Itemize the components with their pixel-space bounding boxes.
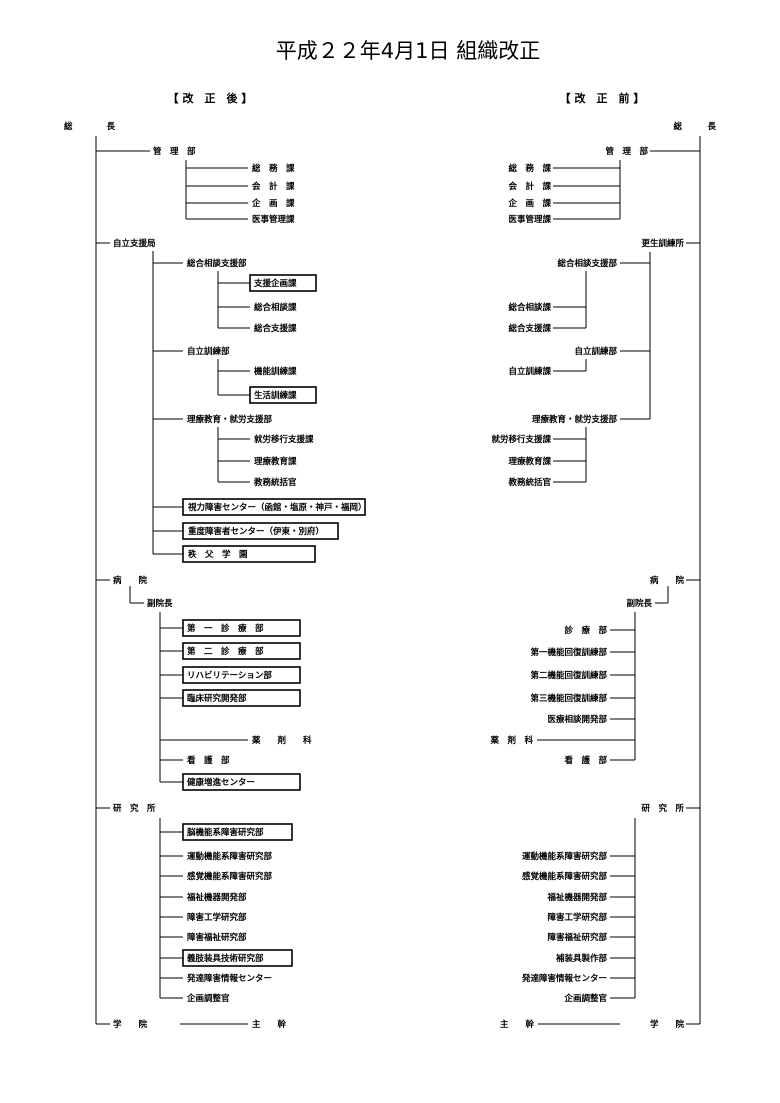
after-chart: 総 長管 理 部総 務 課会 計 課企 画 課医事管理課自立支援局総合相談支援部… — [64, 121, 367, 1030]
before-section-label: 総合相談課 — [508, 302, 551, 313]
before-research-dept: 運動機能系障害研究部 — [522, 851, 608, 862]
before-college-label: 学 院 — [650, 1019, 685, 1030]
after-section-label: 教務統括官 — [253, 477, 297, 488]
after-management-section: 総 務 課 — [252, 163, 295, 174]
after-research-dept: 障害福祉研究部 — [187, 932, 247, 943]
after-hospital-dept: 第 二 診 療 部 — [187, 646, 264, 657]
before-top-label: 総 長 — [673, 121, 716, 132]
after-hospital-dept: 看 護 部 — [186, 755, 230, 766]
before-research-dept: 障害福祉研究部 — [547, 932, 607, 943]
before-hospital-dept: 診 療 部 — [564, 625, 607, 636]
before-section-label: 理療教育課 — [508, 456, 551, 467]
after-management-section: 企 画 課 — [251, 198, 295, 209]
after-hospital-dept: リハビリテーション部 — [187, 670, 272, 681]
before-research-dept: 企画調整官 — [563, 993, 607, 1004]
before-college-sub: 主 幹 — [500, 1019, 535, 1030]
before-management-section: 医事管理課 — [508, 214, 551, 225]
after-research-dept: 運動機能系障害研究部 — [187, 851, 273, 862]
before-hospital-dept: 薬 剤 科 — [489, 735, 533, 746]
after-hospital-dept: 臨床研究開発部 — [187, 693, 247, 704]
page-title: 平成２２年4月1日 組織改正 — [276, 39, 540, 63]
after-center-label: 重度障害者センター（伊東・別府） — [188, 526, 324, 537]
changed-box — [182, 773, 301, 791]
after-hospital-dept: 第 一 診 療 部 — [187, 623, 264, 634]
after-deputy-label: 副院長 — [147, 598, 173, 609]
after-section-label: 生活訓練課 — [254, 390, 297, 401]
before-header: 【 改 正 前 】 — [560, 91, 645, 105]
before-hospital-label: 病 院 — [650, 575, 685, 586]
before-hospital-dept: 第二機能回復訓練部 — [530, 670, 607, 681]
before-hospital-dept: 看 護 部 — [563, 755, 607, 766]
before-chart: 総 長管 理 部総 務 課会 計 課企 画 課医事管理課更生訓練所総合相談支援部… — [489, 121, 716, 1030]
after-college-sub: 主 幹 — [252, 1019, 287, 1030]
after-research-dept: 感覚機能系障害研究部 — [187, 871, 273, 882]
after-department-label: 総合相談支援部 — [187, 258, 247, 269]
before-management-label: 管 理 部 — [605, 146, 648, 157]
after-hospital-dept: 健康増進センター — [187, 777, 255, 788]
before-section-label: 総合支援課 — [508, 323, 551, 334]
before-section-label: 教務統括官 — [507, 477, 551, 488]
after-research-dept: 義肢装具技術研究部 — [187, 953, 264, 964]
after-center-label: 視力障害センター（函館・塩原・神戸・福岡） — [187, 502, 367, 513]
after-hospital-label: 病 院 — [113, 575, 148, 586]
after-research-dept: 発達障害情報センター — [186, 973, 272, 984]
changed-box — [249, 386, 317, 404]
after-section-label: 総合支援課 — [254, 323, 297, 334]
after-section-label: 理療教育課 — [254, 456, 297, 467]
after-research-dept: 福祉機器開発部 — [186, 892, 247, 903]
before-deputy-label: 副院長 — [626, 598, 652, 609]
before-hospital-dept: 第三機能回復訓練部 — [530, 693, 607, 704]
after-section-label: 機能訓練課 — [254, 366, 297, 377]
before-research-label: 研 究 所 — [641, 803, 684, 814]
after-research-dept: 企画調整官 — [186, 993, 230, 1004]
after-department-label: 理療教育・就労支援部 — [187, 414, 273, 425]
changed-box — [182, 689, 301, 707]
before-research-dept: 発達障害情報センター — [521, 973, 607, 984]
changed-box — [182, 666, 301, 684]
after-research-dept: 障害工学研究部 — [187, 912, 247, 923]
after-research-dept: 脳機能系障害研究部 — [186, 827, 264, 838]
after-section-label: 就労移行支援課 — [254, 434, 314, 445]
changed-box — [182, 642, 301, 660]
before-management-section: 企 画 課 — [507, 198, 551, 209]
changed-box — [182, 498, 366, 516]
changed-box — [182, 823, 293, 841]
after-research-label: 研 究 所 — [113, 803, 156, 814]
before-management-section: 総 務 課 — [508, 163, 551, 174]
before-research-dept: 感覚機能系障害研究部 — [522, 871, 608, 882]
before-section-label: 就労移行支援課 — [491, 434, 551, 445]
after-top-label: 総 長 — [64, 121, 116, 132]
after-bureau-label: 自立支援局 — [113, 238, 156, 249]
before-section-label: 自立訓練課 — [508, 366, 551, 377]
before-research-dept: 福祉機器開発部 — [546, 892, 607, 903]
after-college-label: 学 院 — [113, 1019, 148, 1030]
before-department-label: 理療教育・就労支援部 — [532, 414, 618, 425]
after-header: 【 改 正 後 】 — [168, 91, 253, 105]
changed-box — [182, 949, 293, 967]
after-management-section: 医事管理課 — [252, 214, 295, 225]
changed-box — [182, 619, 301, 637]
changed-box — [182, 522, 339, 540]
before-research-dept: 補装具製作部 — [555, 953, 608, 964]
after-management-section: 会 計 課 — [251, 181, 295, 192]
after-section-label: 総合相談課 — [254, 302, 297, 313]
changed-box — [182, 545, 316, 563]
before-institute-label: 更生訓練所 — [641, 238, 684, 249]
before-department-label: 総合相談支援部 — [557, 258, 617, 269]
before-management-section: 会 計 課 — [507, 181, 551, 192]
before-research-dept: 障害工学研究部 — [547, 912, 607, 923]
after-hospital-dept: 薬 剤 科 — [251, 735, 312, 746]
after-department-label: 自立訓練部 — [187, 346, 230, 357]
before-department-label: 自立訓練部 — [574, 346, 617, 357]
before-hospital-dept: 医療相談開発部 — [547, 714, 607, 725]
after-center-label: 秩 父 学 園 — [188, 549, 248, 560]
after-management-label: 管 理 部 — [153, 146, 196, 157]
before-hospital-dept: 第一機能回復訓練部 — [530, 647, 607, 658]
changed-box — [249, 274, 317, 292]
after-section-label: 支援企画課 — [253, 278, 297, 289]
